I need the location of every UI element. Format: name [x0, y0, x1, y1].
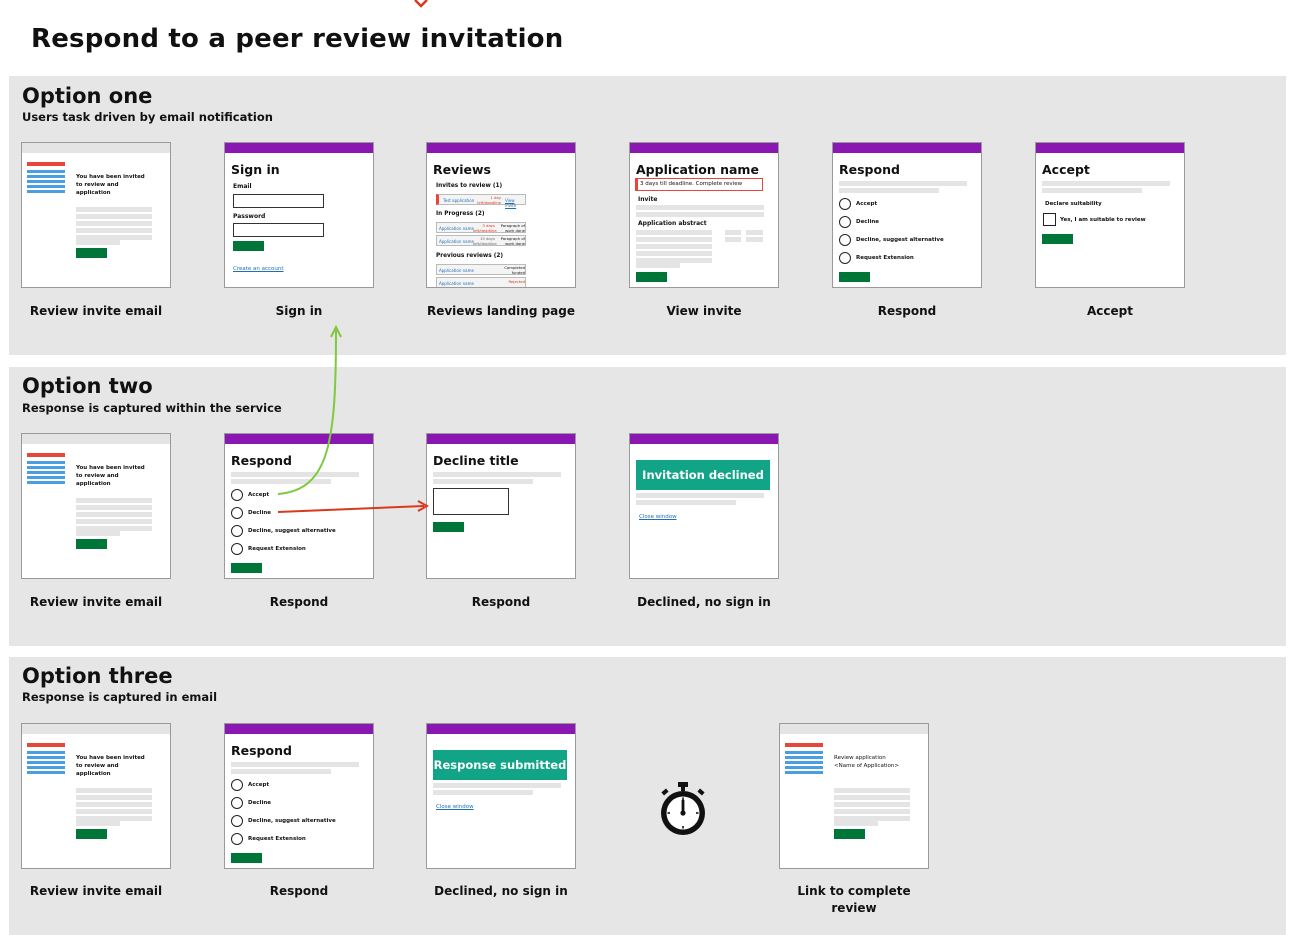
- decline-reason-textarea[interactable]: [433, 488, 509, 515]
- email-text: You have been invited to review and appl…: [76, 174, 145, 196]
- option-one-panel: Option one Users task driven by email no…: [9, 76, 1286, 355]
- invite-label: Invite: [638, 196, 658, 203]
- table-row[interactable]: Application name Completed funded: [436, 264, 526, 275]
- arrow-decline-to-decline-title: [277, 505, 425, 513]
- screen-sign-in[interactable]: Sign in Email Password Create an account: [224, 142, 374, 288]
- email-field[interactable]: [233, 194, 324, 208]
- continue-button[interactable]: [231, 563, 262, 573]
- chevron-down-icon: [414, 0, 428, 8]
- screen-caption: Respond: [269, 884, 329, 898]
- screen-caption: Respond: [877, 304, 937, 318]
- screen-caption: Declined, no sign in: [434, 884, 568, 898]
- screen-heading: Respond: [231, 743, 292, 758]
- option-subtitle: Users task driven by email notification: [22, 110, 273, 124]
- screen-caption: Sign in: [275, 304, 323, 318]
- abstract-label: Application abstract: [638, 220, 707, 227]
- screen-respond[interactable]: Respond Accept Decline Decline, suggest …: [224, 433, 374, 579]
- option-title: Option one: [22, 84, 153, 108]
- invites-label: Invites to review (1): [436, 183, 503, 189]
- screen-reviews-landing[interactable]: Reviews Invites to review (1) Test appli…: [426, 142, 576, 288]
- password-field[interactable]: [233, 223, 324, 237]
- radio-decline[interactable]: [231, 797, 243, 809]
- table-row[interactable]: Application name 3 days left/deadline Pa…: [436, 222, 526, 233]
- accept-button[interactable]: [1042, 234, 1073, 244]
- sign-in-button[interactable]: [233, 241, 264, 251]
- screen-caption: Reviews landing page: [426, 304, 576, 318]
- screen-heading: Application name: [636, 162, 759, 177]
- previous-reviews-label: Previous reviews (2): [436, 253, 504, 259]
- email-text: Review application <Name of Application>: [834, 755, 899, 769]
- screen-heading: Respond: [231, 453, 292, 468]
- email-text: You have been invited to review and appl…: [76, 465, 145, 487]
- screen-caption: Respond: [471, 595, 531, 609]
- submitted-banner: Response submitted: [433, 750, 567, 780]
- create-account-link[interactable]: Create an account: [233, 266, 284, 272]
- option-subtitle: Response is captured in email: [22, 690, 218, 704]
- screen-accept[interactable]: Accept Declare suitability Yes, I am sui…: [1035, 142, 1185, 288]
- table-row[interactable]: Test application 1 day left/deadline Vie…: [436, 194, 526, 208]
- screen-caption: Respond: [269, 595, 329, 609]
- screen-link-to-complete-review[interactable]: Review application <Name of Application>: [779, 723, 929, 869]
- radio-decline-suggest[interactable]: [839, 234, 851, 246]
- option-three-panel: Option three Response is captured in ema…: [9, 657, 1286, 935]
- option-title: Option three: [22, 664, 173, 688]
- declare-label: Declare suitability: [1045, 201, 1102, 207]
- submit-button[interactable]: [433, 522, 464, 532]
- close-window-link[interactable]: Close window: [436, 804, 474, 810]
- option-subtitle: Response is captured within the service: [22, 401, 282, 415]
- radio-accept[interactable]: [231, 489, 243, 501]
- radio-request-extension[interactable]: [839, 252, 851, 264]
- close-window-link[interactable]: Close window: [639, 514, 677, 520]
- radio-accept[interactable]: [839, 198, 851, 210]
- table-row[interactable]: Application name Rejected: [436, 277, 526, 287]
- stopwatch-icon: [661, 782, 705, 835]
- table-row[interactable]: Application name 15 days left/deadline P…: [436, 235, 526, 246]
- radio-accept[interactable]: [231, 779, 243, 791]
- email-text: You have been invited to review and appl…: [76, 755, 145, 777]
- radio-decline[interactable]: [231, 507, 243, 519]
- screen-review-invite-email[interactable]: You have been invited to review and appl…: [21, 433, 171, 579]
- arrowhead-green: [330, 324, 342, 338]
- arrowhead-red: [417, 500, 430, 512]
- screen-caption: Accept: [1087, 304, 1133, 318]
- screen-caption: Review invite email: [29, 884, 163, 898]
- screen-declined[interactable]: Invitation declined Close window: [629, 433, 779, 579]
- suitability-checkbox[interactable]: [1043, 213, 1056, 226]
- screen-caption: Review invite email: [29, 304, 163, 318]
- screen-caption: View invite: [666, 304, 742, 318]
- password-label: Password: [233, 213, 266, 220]
- radio-request-extension[interactable]: [231, 543, 243, 555]
- screen-decline[interactable]: Decline title: [426, 433, 576, 579]
- screen-respond[interactable]: Respond Accept Decline Decline, suggest …: [224, 723, 374, 869]
- radio-decline-suggest[interactable]: [231, 815, 243, 827]
- continue-button[interactable]: [839, 272, 870, 282]
- screen-heading: Sign in: [231, 162, 280, 177]
- screen-heading: Reviews: [433, 162, 492, 177]
- screen-caption: Declined, no sign in: [637, 595, 771, 609]
- radio-decline-suggest[interactable]: [231, 525, 243, 537]
- email-label: Email: [233, 183, 252, 190]
- arrow-accept-to-sign-in: [277, 329, 337, 495]
- deadline-alert: 3 days till deadline. Complete review: [635, 178, 763, 191]
- radio-decline[interactable]: [839, 216, 851, 228]
- declined-banner: Invitation declined: [636, 460, 770, 490]
- screen-review-invite-email[interactable]: You have been invited to review and appl…: [21, 142, 171, 288]
- screen-heading: Decline title: [433, 453, 519, 468]
- continue-button[interactable]: [231, 853, 262, 863]
- radio-request-extension[interactable]: [231, 833, 243, 845]
- option-two-panel: Option two Response is captured within t…: [9, 367, 1286, 646]
- in-progress-label: In Progress (2): [436, 211, 485, 217]
- screen-heading: Respond: [839, 162, 900, 177]
- screen-response-submitted[interactable]: Response submitted Close window: [426, 723, 576, 869]
- option-title: Option two: [22, 374, 153, 398]
- screen-review-invite-email[interactable]: You have been invited to review and appl…: [21, 723, 171, 869]
- screen-respond[interactable]: Respond Accept Decline Decline, suggest …: [832, 142, 982, 288]
- screen-caption: Link to complete review: [797, 884, 911, 915]
- screen-caption: Review invite email: [29, 595, 163, 609]
- screen-view-invite[interactable]: Application name 3 days till deadline. C…: [629, 142, 779, 288]
- page-title: Respond to a peer review invitation: [31, 24, 564, 54]
- screen-heading: Accept: [1042, 162, 1090, 177]
